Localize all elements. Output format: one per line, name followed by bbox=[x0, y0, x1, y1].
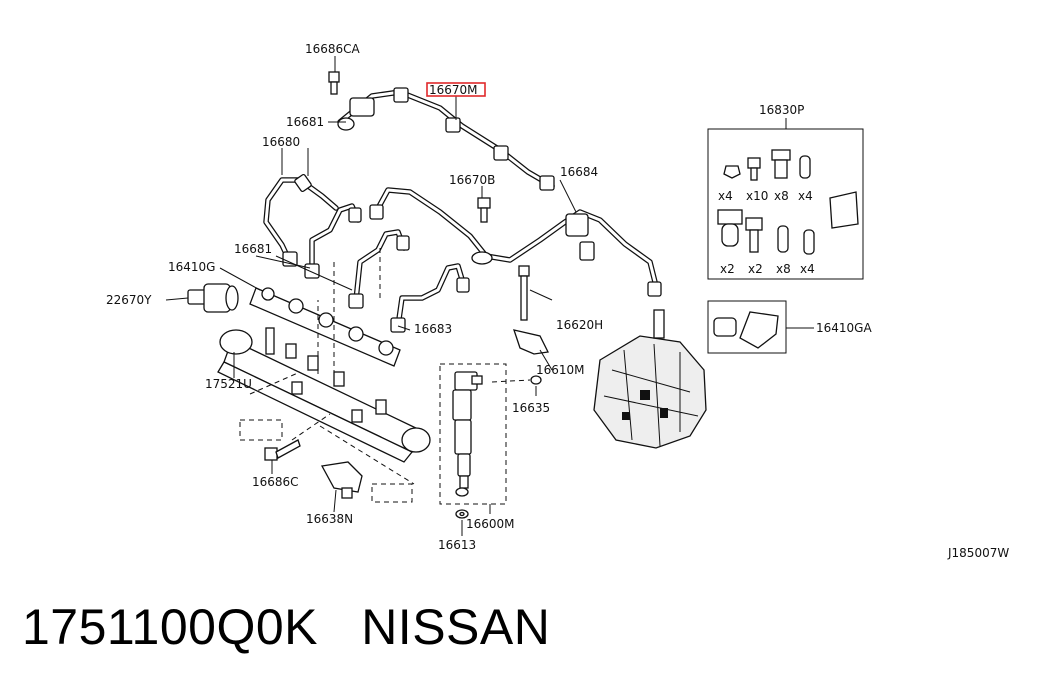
bolt-16670b[interactable] bbox=[477, 197, 491, 223]
label-16830p: 16830P bbox=[759, 103, 804, 117]
label-16620h: 16620H bbox=[556, 318, 603, 332]
sensor-16638n[interactable] bbox=[320, 461, 363, 499]
label-16681-top: 16681 bbox=[286, 115, 324, 129]
injection-tube-2[interactable] bbox=[304, 203, 362, 279]
label-16681-mid: 16681 bbox=[234, 242, 272, 256]
label-16686ca: 16686CA bbox=[305, 42, 361, 56]
o-ring-16635[interactable] bbox=[530, 375, 542, 385]
kit-qty-r2-2: x2 bbox=[748, 262, 763, 276]
highlight-box bbox=[426, 82, 486, 97]
injection-tube-16683[interactable] bbox=[390, 263, 470, 333]
kit-qty-r1-3: x8 bbox=[774, 189, 789, 203]
part-number: 1751100Q0K bbox=[22, 599, 318, 655]
label-16410g: 16410G bbox=[168, 260, 215, 274]
label-17521u: 17521U bbox=[205, 377, 252, 391]
label-16610m: 16610M bbox=[536, 363, 585, 377]
injection-tube-16680[interactable] bbox=[263, 173, 339, 267]
washer-16613[interactable] bbox=[455, 509, 469, 519]
leader-lines bbox=[165, 56, 814, 536]
label-16635: 16635 bbox=[512, 401, 550, 415]
kit-qty-r1-4: x4 bbox=[798, 189, 813, 203]
kit-qty-r2-3: x8 bbox=[776, 262, 791, 276]
label-16638n: 16638N bbox=[306, 512, 353, 526]
common-rail-17521u[interactable] bbox=[217, 327, 431, 463]
bolt-16620h[interactable] bbox=[518, 265, 530, 321]
label-16683: 16683 bbox=[414, 322, 452, 336]
label-16684: 16684 bbox=[560, 165, 598, 179]
clamp-plate-16410g[interactable] bbox=[249, 287, 401, 367]
diagram-code: J185007W bbox=[947, 546, 1009, 560]
label-16686c: 16686C bbox=[252, 475, 299, 489]
rail-pressure-sensor-22670y[interactable] bbox=[187, 283, 239, 313]
label-16613: 16613 bbox=[438, 538, 476, 552]
injection-tube-3[interactable] bbox=[348, 229, 410, 309]
label-16410ga: 16410GA bbox=[816, 321, 872, 335]
high-pressure-pipe-16684[interactable] bbox=[369, 187, 662, 297]
kit-qty-r1-1: x4 bbox=[718, 189, 733, 203]
part-caption: 1751100Q0K NISSAN bbox=[22, 598, 550, 656]
label-22670y: 22670Y bbox=[106, 293, 152, 307]
injector-16600m[interactable] bbox=[439, 363, 507, 505]
brand-name: NISSAN bbox=[361, 599, 551, 655]
bolt-16686ca[interactable] bbox=[328, 71, 340, 95]
label-16670m: 16670M bbox=[429, 83, 478, 97]
injector-clamp-16610m[interactable] bbox=[513, 329, 549, 355]
leak-off-pipe-16670m[interactable] bbox=[337, 87, 555, 191]
kit-qty-r1-2: x10 bbox=[746, 189, 768, 203]
kit-16830p-items[interactable] bbox=[717, 149, 859, 255]
bolt-16686c[interactable] bbox=[264, 439, 301, 461]
label-16600m: 16600M bbox=[466, 517, 515, 531]
kit-qty-r2-1: x2 bbox=[720, 262, 735, 276]
bracket-16410ga[interactable] bbox=[713, 311, 779, 349]
label-16670b: 16670B bbox=[449, 173, 495, 187]
label-16680: 16680 bbox=[262, 135, 300, 149]
fuel-pump-assembly[interactable] bbox=[593, 309, 707, 449]
kit-qty-r2-4: x4 bbox=[800, 262, 815, 276]
bracket-16410ga-box bbox=[707, 300, 787, 354]
